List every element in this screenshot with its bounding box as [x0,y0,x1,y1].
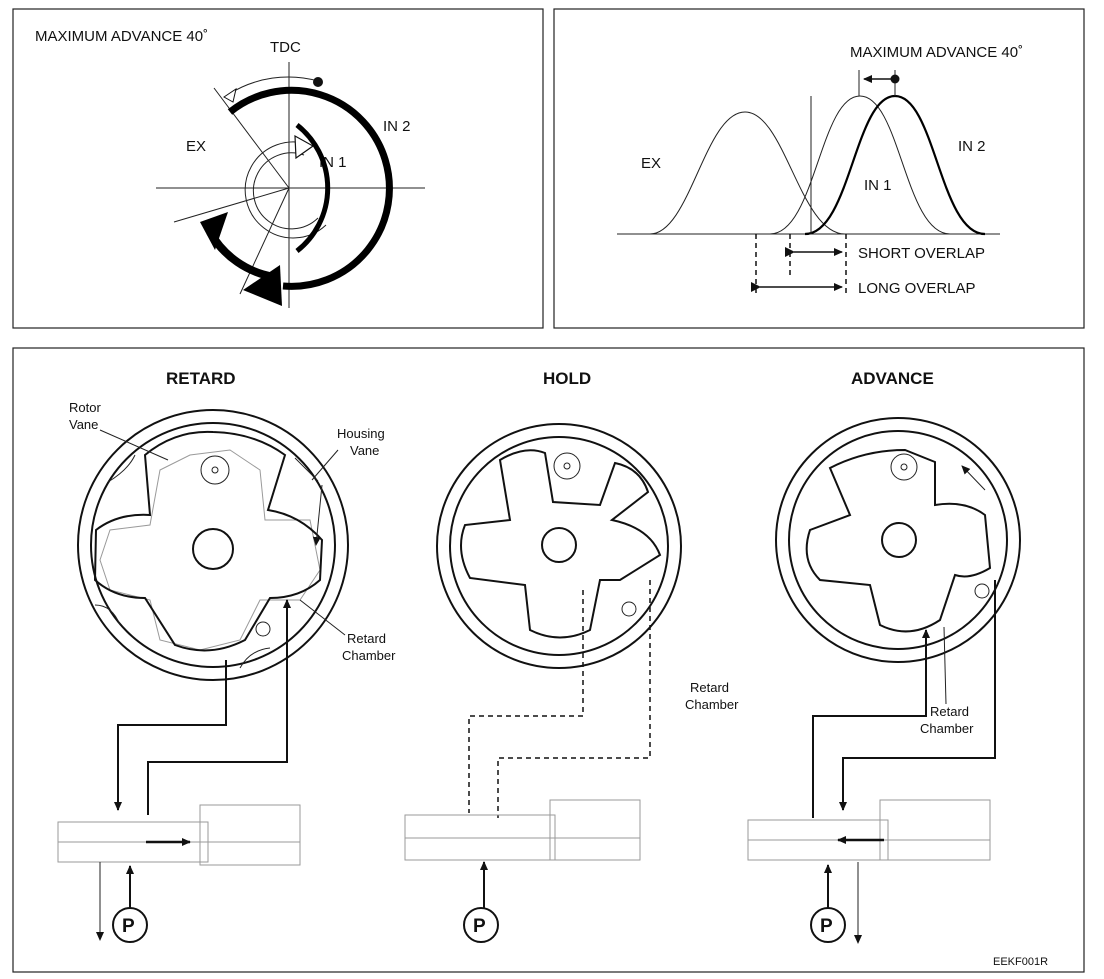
max-advance-label-2: MAXIMUM ADVANCE 40˚ [850,44,1023,61]
max-advance-label: MAXIMUM ADVANCE 40˚ [35,28,208,45]
valve-timing-circle: MAXIMUM ADVANCE 40˚ TDC EX IN 1 IN 2 [35,28,425,308]
ex-lift-curve [649,111,846,235]
advance-retard-chamber-label-1: Retard [930,704,969,719]
in1-curve-label: IN 1 [864,177,892,194]
advance-title: ADVANCE [851,369,934,388]
hold-pump [463,907,499,943]
housing-vane-label-1: Housing [337,426,385,441]
retard-chamber-label-1: Retard [347,631,386,646]
retard-rotor-assembly: Rotor Vane Housing Vane Retard Chamber P [57,400,396,943]
advance-pump-label: P [820,916,833,937]
hold-rotor-assembly: Retard Chamber P [404,423,739,943]
long-overlap-label: LONG OVERLAP [858,280,976,297]
in2-curve-label: IN 2 [958,138,986,155]
hold-pump-label: P [473,916,486,937]
hold-retard-chamber-label-2: Chamber [685,697,739,712]
close-timing-line-2 [239,187,290,295]
retard-pump-label: P [122,916,135,937]
ex-label: EX [186,138,206,155]
retard-chamber-label-2: Chamber [342,648,396,663]
advance-open-arrowhead [223,87,237,103]
in1-lift-curve [769,95,951,235]
in2-label: IN 2 [383,118,411,135]
in2-lift-curve [804,94,986,236]
max-advance-arc [228,76,319,95]
retard-title: RETARD [166,369,236,388]
ex-timing-line [213,87,290,189]
in1-thick-arc [295,123,331,253]
hold-title: HOLD [543,369,591,388]
valve-lift-curves: MAXIMUM ADVANCE 40˚ EX IN 1 IN 2 SHORT O… [617,44,1023,297]
advance-retard-chamber-label-2: Chamber [920,721,974,736]
retard-arrowhead-lower [243,265,282,306]
ex-curve-label: EX [641,155,661,172]
short-overlap-label: SHORT OVERLAP [858,245,985,262]
max-advance-dot-2 [890,74,900,84]
rotor-vane-label-2: Vane [69,417,98,432]
in1-open-arrowhead [294,134,315,160]
advance-rotor-assembly: Retard Chamber P [747,417,1021,944]
max-advance-dot [313,77,323,87]
retard-arrowhead-upper [200,212,228,250]
valve-lift-curve-panel [553,8,1085,329]
valve-timing-circle-panel [12,8,544,329]
figure-code: EEKF001R [993,956,1048,968]
rotor-vane-label-1: Rotor [69,400,101,415]
in1-inner-arc-2 [252,152,319,230]
hold-retard-chamber-label-1: Retard [690,680,729,695]
in2-arc [227,86,393,290]
in1-inner-arc [244,141,327,239]
close-timing-line-1 [173,187,290,223]
housing-vane-label-2: Vane [350,443,379,458]
cvvt-operation-panel [12,347,1085,973]
tdc-label: TDC [270,39,301,56]
